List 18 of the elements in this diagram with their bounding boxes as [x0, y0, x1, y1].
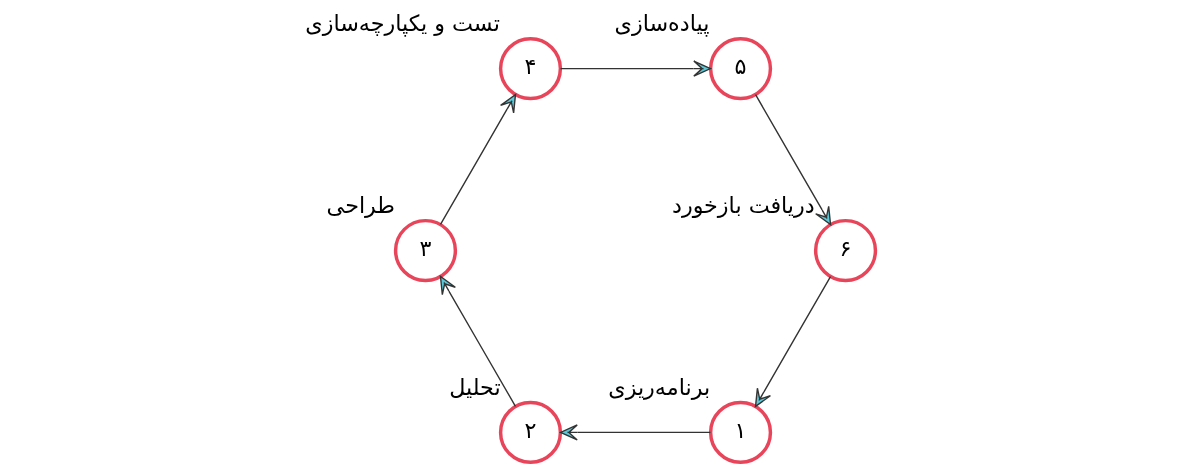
arrow [559, 424, 711, 441]
node-label: دریافت بازخورد [671, 192, 815, 219]
arrow [439, 275, 516, 408]
node-label: تحلیل [448, 374, 501, 401]
node-circle: ۳ [393, 218, 457, 283]
arrow [754, 275, 831, 408]
node-circle: ۵ [708, 37, 772, 101]
node-label: پیاده‌سازی [614, 10, 709, 37]
arrow [559, 60, 711, 77]
arrow [754, 93, 831, 226]
node-circle: ۲ [498, 400, 562, 465]
node-circle: ۶ [813, 218, 877, 283]
node-circle: ۱ [708, 400, 772, 465]
node-circle: ۴ [498, 37, 562, 101]
node-label: تست و یکپارچه‌سازی [304, 10, 500, 37]
node-label: برنامه‌ریزی [607, 374, 710, 401]
node-label: طراحی [326, 192, 395, 219]
arrow [439, 93, 516, 226]
